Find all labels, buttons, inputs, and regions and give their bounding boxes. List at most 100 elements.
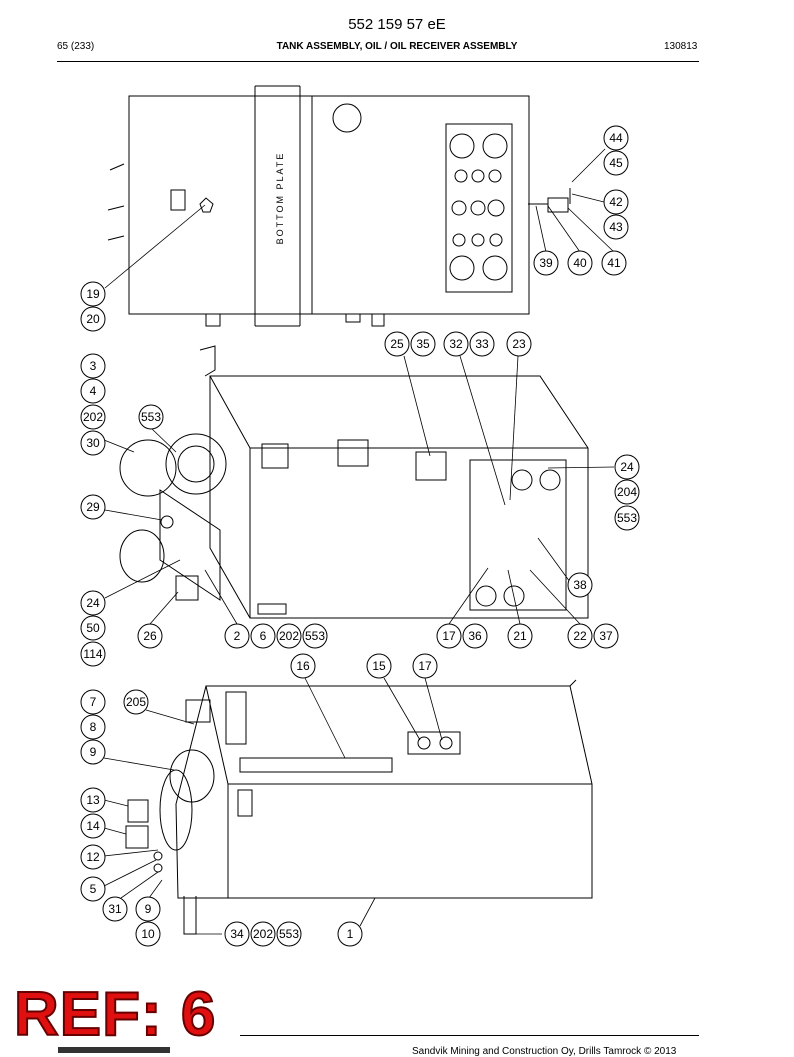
callout-bubble (614, 479, 640, 505)
callout-bubble (80, 494, 106, 520)
tank-middle-view (119, 345, 589, 619)
ref-stamp: REF: 6 (13, 980, 217, 1049)
callout-bubble (567, 572, 593, 598)
callout-number: 29 (86, 500, 100, 514)
callout-number: 38 (573, 578, 587, 592)
callout-bubble (80, 404, 106, 430)
callout-bubble (337, 921, 363, 947)
callout-number: 202 (83, 410, 103, 424)
callout-bubble (135, 921, 161, 947)
callout-number: 21 (513, 629, 527, 643)
callout-bubble (506, 331, 532, 357)
callout-number: 5 (90, 882, 97, 896)
callout-bubble (567, 623, 593, 649)
callout-bubble (224, 921, 250, 947)
callout-number: 7 (90, 695, 97, 709)
callout-number: 553 (279, 927, 299, 941)
callout-bubble (614, 505, 640, 531)
callout-bubble (80, 353, 106, 379)
callout-bubble (462, 623, 488, 649)
callout-number: 3 (90, 359, 97, 373)
header-rule (57, 61, 699, 62)
callout-number: 22 (573, 629, 587, 643)
callout-bubble (224, 623, 250, 649)
callout-bubble (250, 921, 276, 947)
callout-number: 12 (86, 850, 100, 864)
callout-bubble (80, 689, 106, 715)
callout-number: 37 (599, 629, 613, 643)
callout-number: 24 (620, 460, 634, 474)
callout-number: 2 (234, 629, 241, 643)
callout-bubble (276, 921, 302, 947)
bottom-plate-view (107, 85, 571, 327)
callout-bubble (138, 404, 164, 430)
callout-bubble (603, 125, 629, 151)
callout-number: 205 (126, 695, 146, 709)
callout-number: 114 (83, 647, 102, 661)
callout-bubble (80, 844, 106, 870)
callout-bubble (250, 623, 276, 649)
callout-number: 9 (90, 745, 97, 759)
callout-number: 23 (512, 337, 526, 351)
callout-bubble (507, 623, 533, 649)
callout-number: 24 (86, 596, 100, 610)
callout-bubble (80, 714, 106, 740)
callout-number: 14 (86, 819, 100, 833)
callout-number: 16 (296, 659, 310, 673)
callout-bubble (601, 250, 627, 276)
callout-number: 32 (449, 337, 463, 351)
callout-bubble (410, 331, 436, 357)
brand-logo (58, 1047, 170, 1053)
leader-lines (103, 148, 615, 935)
footer-rule (240, 1035, 699, 1036)
callout-bubble (123, 689, 149, 715)
callout-number: 202 (253, 927, 273, 941)
callout-number: 9 (145, 902, 152, 916)
callout-number: 40 (573, 256, 587, 270)
callout-bubble (80, 739, 106, 765)
callout-number: 35 (416, 337, 430, 351)
callout-bubble (603, 150, 629, 176)
callout-bubble (384, 331, 410, 357)
callout-number: 25 (390, 337, 404, 351)
callout-number: 8 (90, 720, 97, 734)
callout-number: 45 (609, 156, 623, 170)
callout-bubble (80, 306, 106, 332)
callout-number: 17 (442, 629, 456, 643)
callout-bubble (80, 378, 106, 404)
bottom-plate-label: BOTTOM PLATE (275, 152, 285, 245)
callout-number: 19 (86, 287, 100, 301)
callout-bubble (135, 896, 161, 922)
callout-bubble (593, 623, 619, 649)
callout-bubble (603, 189, 629, 215)
callout-number: 36 (468, 629, 482, 643)
callout-number: 13 (86, 793, 100, 807)
callout-bubble (102, 896, 128, 922)
callout-number: 20 (86, 312, 100, 326)
callout-bubble (603, 214, 629, 240)
callout-number: 17 (418, 659, 432, 673)
callout-number: 50 (86, 621, 100, 635)
callout-number: 10 (141, 927, 155, 941)
callout-number: 1 (347, 927, 354, 941)
callout-bubble (443, 331, 469, 357)
callout-bubble (614, 454, 640, 480)
callout-bubble (412, 653, 438, 679)
callout-number: 43 (609, 220, 623, 234)
callout-number: 4 (90, 384, 97, 398)
callout-number: 39 (539, 256, 553, 270)
callout-bubble (80, 590, 106, 616)
callout-number: 204 (617, 485, 637, 499)
callout-bubble (567, 250, 593, 276)
callout-number: 26 (143, 629, 157, 643)
callout-bubble (469, 331, 495, 357)
receiver-bottom-view (125, 679, 593, 935)
callout-number: 553 (141, 410, 161, 424)
callout-number: 553 (305, 629, 325, 643)
callout-number: 553 (617, 511, 637, 525)
callout-bubble (290, 653, 316, 679)
page-title: TANK ASSEMBLY, OIL / OIL RECEIVER ASSEMB… (276, 41, 518, 52)
callout-number: 44 (609, 131, 623, 145)
callout-number: 6 (260, 629, 267, 643)
